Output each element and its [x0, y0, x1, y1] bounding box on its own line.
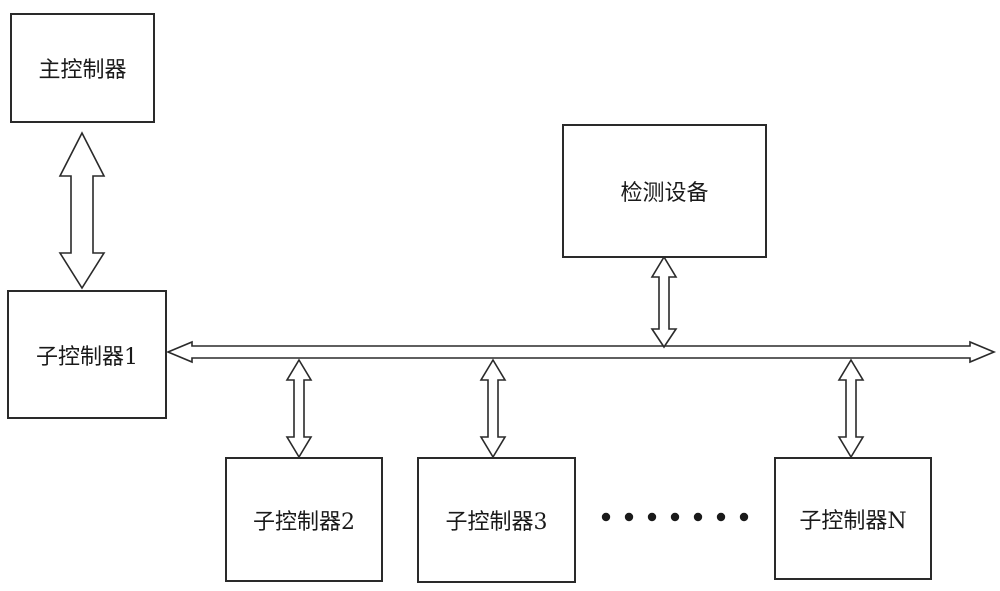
bus-arrow	[168, 342, 994, 362]
ellipsis-dot	[694, 513, 702, 521]
bus-to-sub3-arrow	[481, 360, 505, 457]
ellipsis-dot	[625, 513, 633, 521]
ellipsis-dot	[671, 513, 679, 521]
sub-controller-3-box: 子控制器3	[417, 457, 576, 583]
sub-controller-n-label: 子控制器N	[799, 503, 906, 535]
ellipsis-dot	[648, 513, 656, 521]
sub-controller-1-box: 子控制器1	[7, 290, 167, 419]
bus-to-subn-arrow	[839, 360, 863, 457]
main-controller-box: 主控制器	[10, 13, 155, 123]
detection-device-label: 检测设备	[620, 175, 708, 207]
ellipsis-dot	[740, 513, 748, 521]
sub-controller-2-box: 子控制器2	[225, 457, 383, 582]
ellipsis-dots	[598, 505, 758, 529]
main-to-sub1-arrow	[60, 133, 104, 288]
ellipsis-dot	[717, 513, 725, 521]
sub-controller-2-label: 子控制器2	[253, 504, 355, 536]
sub-controller-n-box: 子控制器N	[774, 457, 932, 580]
detection-device-box: 检测设备	[562, 124, 767, 258]
sub-controller-3-label: 子控制器3	[446, 504, 548, 536]
main-controller-label: 主控制器	[38, 52, 126, 84]
sub-controller-1-label: 子控制器1	[36, 339, 138, 371]
bus-to-sub2-arrow	[287, 360, 311, 457]
detection-to-bus-arrow	[652, 257, 676, 347]
ellipsis-dot	[602, 513, 610, 521]
